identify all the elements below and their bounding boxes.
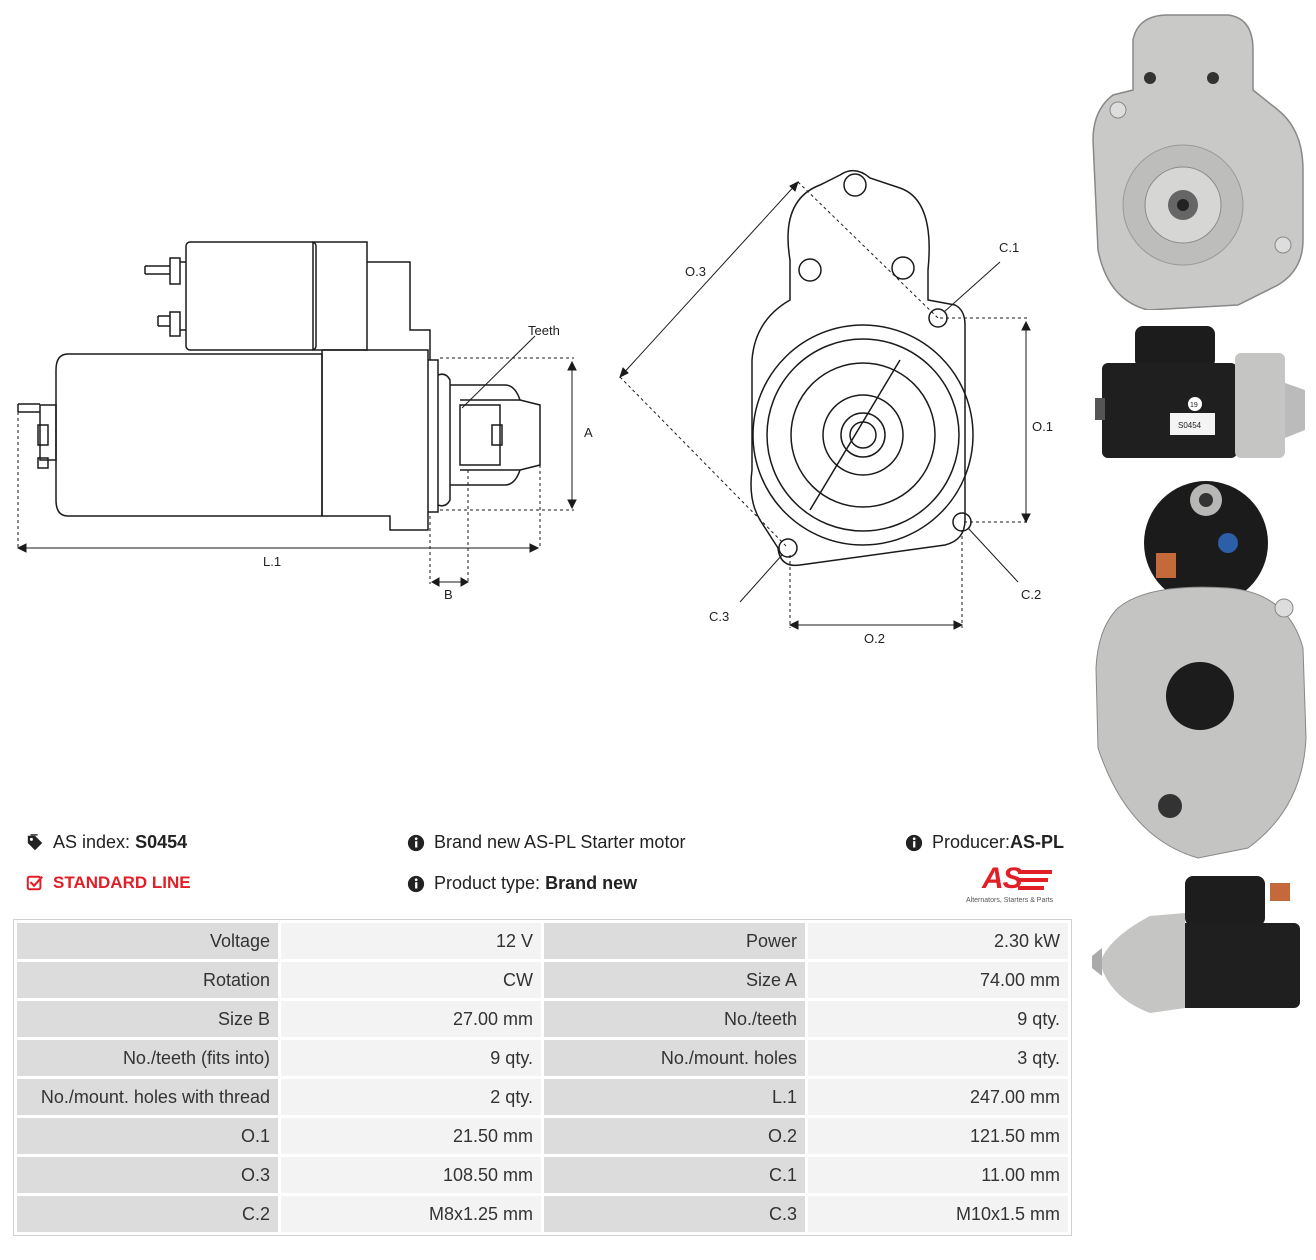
spec-label: Size B bbox=[14, 998, 281, 1040]
spec-value: 247.00 mm bbox=[805, 1076, 1071, 1118]
label-l1: L.1 bbox=[263, 554, 281, 569]
spec-value: 21.50 mm bbox=[278, 1115, 544, 1157]
spec-label: No./mount. holes bbox=[541, 1037, 808, 1079]
spec-label: Rotation bbox=[14, 959, 281, 1001]
photo-number-label: 19 bbox=[1190, 402, 1198, 409]
spec-value: 2 qty. bbox=[278, 1076, 544, 1118]
product-photo-side: S0454 19 bbox=[1095, 326, 1305, 458]
spec-value: 9 qty. bbox=[278, 1037, 544, 1079]
spec-value: 12 V bbox=[278, 920, 544, 962]
producer-value: AS-PL bbox=[1010, 832, 1065, 852]
photo-part-label: S0454 bbox=[1178, 421, 1202, 430]
side-view-motor bbox=[17, 349, 541, 531]
product-photo-front bbox=[1092, 14, 1304, 310]
label-c1: C.1 bbox=[999, 240, 1019, 255]
spec-label: No./teeth bbox=[541, 998, 808, 1040]
spec-label: O.3 bbox=[14, 1154, 281, 1196]
checkbox-icon bbox=[26, 875, 44, 891]
product-type-value: Brand new bbox=[545, 873, 638, 893]
spec-value: 11.00 mm bbox=[805, 1154, 1071, 1196]
spec-value: M10x1.5 mm bbox=[805, 1193, 1071, 1235]
product-title: Brand new AS-PL Starter motor bbox=[434, 832, 686, 852]
label-teeth: Teeth bbox=[528, 323, 560, 338]
spec-label: O.2 bbox=[541, 1115, 808, 1157]
spec-value: 121.50 mm bbox=[805, 1115, 1071, 1157]
as-index-label: AS index: bbox=[53, 832, 131, 852]
info-icon bbox=[407, 875, 425, 892]
label-c2: C.2 bbox=[1021, 587, 1041, 602]
spec-label: No./mount. holes with thread bbox=[14, 1076, 281, 1118]
info-icon bbox=[905, 834, 923, 851]
product-photo-angle bbox=[1092, 876, 1300, 1013]
front-view bbox=[750, 169, 974, 567]
spec-label: C.1 bbox=[541, 1154, 808, 1196]
logo-stripes bbox=[1018, 870, 1052, 890]
producer-row: Producer: AS-PL bbox=[905, 832, 1064, 853]
product-photo-rear bbox=[1095, 481, 1307, 859]
as-index-row: AS index: S0454 bbox=[26, 832, 187, 853]
logo-tagline: Alternators, Starters & Parts bbox=[966, 897, 1054, 904]
spec-label: Size A bbox=[541, 959, 808, 1001]
as-pl-logo: AS Alternators, Starters & Parts bbox=[960, 862, 1070, 906]
spec-label: No./teeth (fits into) bbox=[14, 1037, 281, 1079]
spec-label: C.2 bbox=[14, 1193, 281, 1235]
spec-label: Voltage bbox=[14, 920, 281, 962]
label-a: A bbox=[584, 425, 593, 440]
title-row: Brand new AS-PL Starter motor bbox=[407, 832, 685, 853]
tag-icon bbox=[27, 833, 43, 850]
spec-value: 2.30 kW bbox=[805, 920, 1071, 962]
line-row: STANDARD LINE bbox=[26, 873, 191, 893]
product-type-row: Product type: Brand new bbox=[407, 873, 637, 894]
side-view-dimensions bbox=[16, 335, 577, 587]
logo-mark: AS bbox=[982, 862, 1023, 895]
spec-value: 3 qty. bbox=[805, 1037, 1071, 1079]
label-o1: O.1 bbox=[1032, 419, 1053, 434]
spec-value: 74.00 mm bbox=[805, 959, 1071, 1001]
label-o3: O.3 bbox=[685, 264, 706, 279]
product-type-label: Product type: bbox=[434, 873, 541, 893]
spec-label: L.1 bbox=[541, 1076, 808, 1118]
spec-value: 27.00 mm bbox=[278, 998, 544, 1040]
technical-drawing: Teeth A L.1 B O.3 C.1 O.1 C.2 C.3 O.2 bbox=[16, 169, 1053, 646]
side-view-solenoid bbox=[144, 241, 431, 360]
spec-value: 9 qty. bbox=[805, 998, 1071, 1040]
label-b: B bbox=[444, 587, 453, 602]
producer-label: Producer: bbox=[932, 832, 1011, 852]
label-o2: O.2 bbox=[864, 631, 885, 646]
front-view-dimensions bbox=[619, 181, 1031, 630]
spec-value: M8x1.25 mm bbox=[278, 1193, 544, 1235]
label-c3: C.3 bbox=[709, 609, 729, 624]
spec-value: CW bbox=[278, 959, 544, 1001]
spec-value: 108.50 mm bbox=[278, 1154, 544, 1196]
spec-row: No./teeth (fits into)9 qty.No./mount. ho… bbox=[14, 1037, 1071, 1079]
info-icon bbox=[407, 834, 425, 851]
as-index-value: S0454 bbox=[135, 832, 188, 852]
standard-line-label: STANDARD LINE bbox=[53, 873, 191, 892]
spec-label: O.1 bbox=[14, 1115, 281, 1157]
spec-label: Power bbox=[541, 920, 808, 962]
spec-label: C.3 bbox=[541, 1193, 808, 1235]
